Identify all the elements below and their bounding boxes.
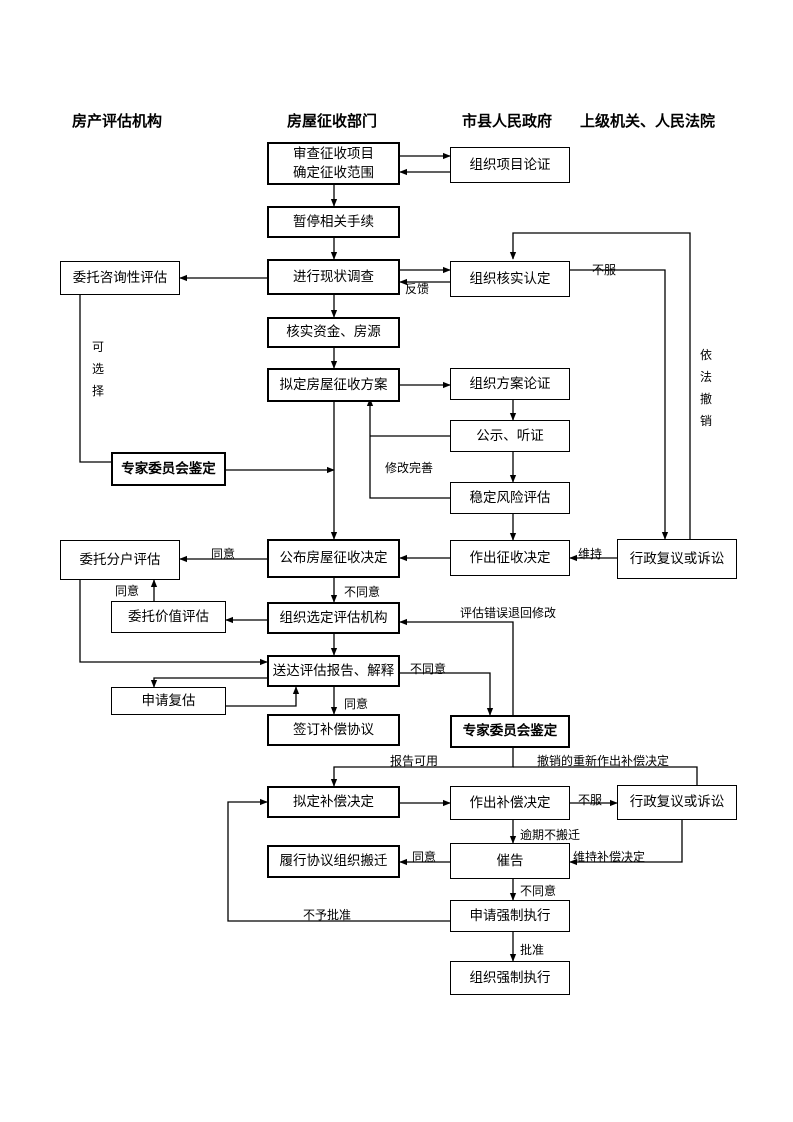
label-disagree-4: 不同意	[520, 884, 557, 898]
box-select-agency: 组织选定评估机构	[267, 602, 400, 634]
box-review-scope: 审查征收项目 确定征收范围	[267, 142, 400, 185]
box-verify-funds: 核实资金、房源	[267, 317, 400, 348]
label-report-usable: 报告可用	[390, 754, 439, 768]
box-publicity-hearing: 公示、听证	[450, 420, 570, 452]
column-header-housing-dept: 房屋征收部门	[287, 112, 378, 130]
box-entrust-value-eval: 委托价值评估	[111, 601, 226, 633]
box-org-project-demo: 组织项目论证	[450, 147, 570, 183]
arrow-expert2-to-draft	[330, 748, 514, 787]
label-feedback: 反馈	[405, 282, 430, 296]
column-header-superior-court: 上级机关、人民法院	[580, 112, 716, 130]
arrow-expert2-error-to-select	[399, 618, 514, 715]
arrow-deliver-to-apply	[150, 677, 267, 688]
arrow-enforce-not-approved	[227, 798, 450, 922]
box-apply-reeval: 申请复估	[111, 687, 226, 715]
column-header-appraisal-agency: 房产评估机构	[72, 112, 163, 130]
box-entrust-consult-eval: 委托咨询性评估	[60, 261, 180, 295]
column-header-city-gov: 市县人民政府	[462, 112, 553, 130]
label-appraisal-error: 评估错误退回修改	[460, 606, 557, 620]
label-dissatisfied-2: 不服	[578, 793, 603, 807]
box-entrust-household-eval: 委托分户评估	[60, 540, 180, 580]
box-urge: 催告	[450, 843, 570, 879]
box-expert-committee-1: 专家委员会鉴定	[111, 452, 226, 486]
box-sign-agreement: 签订补偿协议	[267, 714, 400, 746]
label-uphold: 维持	[578, 547, 603, 561]
label-agree-4: 同意	[412, 850, 437, 864]
line-consult-to-expert	[79, 295, 111, 463]
box-draft-plan: 拟定房屋征收方案	[267, 368, 400, 402]
label-optional: 可选择	[91, 340, 104, 398]
label-disagree-1: 不服	[592, 263, 617, 277]
arrow-risk-back-to-plan	[366, 398, 450, 499]
box-expert-committee-2: 专家委员会鉴定	[450, 715, 570, 748]
arrow-verify-to-admin1	[570, 269, 669, 540]
label-agree-3: 同意	[344, 697, 369, 711]
box-fulfill-relocation: 履行协议组织搬迁	[267, 845, 400, 878]
box-make-decision: 作出征收决定	[450, 540, 570, 576]
box-publish-decision: 公布房屋征收决定	[267, 539, 400, 578]
label-revoke-by-law: 依法撤销	[699, 348, 712, 428]
box-make-compensation: 作出补偿决定	[450, 786, 570, 820]
label-revise-improve: 修改完善	[385, 461, 434, 475]
arrow-household-to-deliver	[79, 580, 268, 666]
box-risk-assessment: 稳定风险评估	[450, 482, 570, 514]
arrow-admin1-revoke-to-verify	[509, 232, 691, 539]
label-overdue: 逾期不搬迁	[520, 828, 581, 842]
box-suspend-procedures: 暂停相关手续	[267, 206, 400, 238]
arrow-deliver-to-expert2	[400, 672, 494, 716]
box-admin-review-2: 行政复议或诉讼	[617, 785, 737, 820]
label-agree-1: 同意	[211, 547, 236, 561]
line-admin2-revoke-redo	[513, 766, 698, 785]
box-draft-compensation: 拟定补偿决定	[267, 786, 400, 818]
box-status-survey: 进行现状调查	[267, 259, 400, 295]
arrow-admin2-uphold-to-urge	[569, 820, 683, 866]
box-apply-enforcement: 申请强制执行	[450, 900, 570, 932]
box-deliver-report: 送达评估报告、解释	[267, 655, 400, 687]
arrow-apply-to-deliver	[226, 686, 300, 707]
label-disagree-2: 不同意	[344, 585, 381, 599]
label-disagree-3: 不同意	[410, 662, 447, 676]
label-uphold-compensation: 维持补偿决定	[573, 850, 646, 864]
label-revoke-redo: 撤销的重新作出补偿决定	[537, 754, 670, 768]
label-not-approved: 不予批准	[303, 908, 352, 922]
box-org-verify: 组织核实认定	[450, 261, 570, 297]
label-agree-2: 同意	[115, 584, 140, 598]
box-org-plan-demo: 组织方案论证	[450, 368, 570, 400]
label-approved: 批准	[520, 943, 545, 957]
box-admin-review-1: 行政复议或诉讼	[617, 539, 737, 579]
box-org-enforcement: 组织强制执行	[450, 961, 570, 995]
